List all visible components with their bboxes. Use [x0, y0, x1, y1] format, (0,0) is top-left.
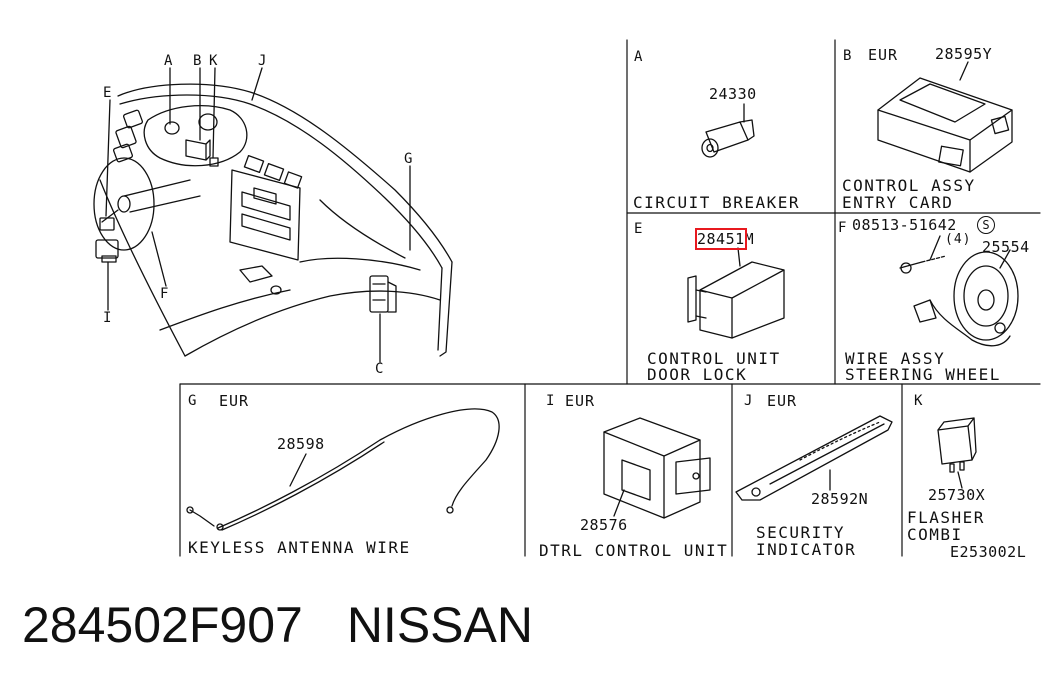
callout-g: G	[404, 151, 414, 167]
panel-f-part-number[interactable]: 25554	[982, 238, 1030, 256]
panel-j-caption-line2: INDICATOR	[756, 540, 857, 559]
panel-i-region: EUR	[565, 392, 596, 410]
panel-g-letter: G	[188, 393, 198, 409]
part-number-suffix: M	[744, 230, 755, 248]
callout-b: B	[193, 53, 203, 69]
callout-k: K	[209, 53, 219, 69]
panel-j-caption-line1: SECURITY	[756, 523, 846, 542]
panel-f-caption-line2: STEERING WHEEL	[845, 365, 1001, 384]
steering-wire-drawing	[899, 235, 1019, 347]
callout-a: A	[164, 53, 174, 69]
panel-b-region: EUR	[868, 46, 899, 64]
panel-f-quantity: (4)	[945, 232, 972, 247]
panel-i-letter: I	[546, 393, 556, 409]
panel-g-region: EUR	[219, 392, 250, 410]
panel-k-caption-line2: COMBI	[907, 525, 963, 544]
panel-j-region: EUR	[767, 392, 798, 410]
callout-c: C	[375, 361, 385, 377]
panel-j-part-number[interactable]: 28592N	[811, 490, 869, 508]
panel-b-caption-line2: ENTRY CARD	[842, 193, 954, 212]
entry-card-control-drawing	[877, 61, 1013, 173]
callout-e: E	[103, 85, 113, 101]
panel-f-caption-line1: WIRE ASSY	[845, 349, 946, 368]
dashboard-illustration	[93, 67, 453, 363]
flasher-combi-drawing	[937, 417, 977, 489]
panel-k-part-number[interactable]: 25730X	[928, 486, 986, 504]
panel-a-letter: A	[634, 49, 644, 65]
panel-a-caption: CIRCUIT BREAKER	[633, 193, 800, 212]
panel-b-letter: B	[843, 48, 853, 64]
panel-e-caption-line2: DOOR LOCK	[647, 365, 748, 384]
panel-a-part-number[interactable]: 24330	[709, 85, 757, 103]
panel-k-letter: K	[914, 393, 924, 409]
callout-f: F	[160, 286, 170, 302]
panel-j-letter: J	[744, 393, 754, 409]
footer-brand: NISSAN	[346, 597, 533, 653]
panel-b-caption-line1: CONTROL ASSY	[842, 176, 976, 195]
footer-part-number: 284502F907	[22, 597, 303, 653]
security-indicator-drawing	[735, 415, 893, 501]
footer-title: 284502F907 NISSAN	[22, 600, 533, 650]
callout-j: J	[258, 53, 268, 69]
panel-i-part-number[interactable]: 28576	[580, 516, 628, 534]
bolt-symbol-circle: S	[977, 216, 995, 234]
panel-g-part-number[interactable]: 28598	[277, 435, 325, 453]
circuit-breaker-drawing	[701, 103, 755, 158]
panel-g-caption: KEYLESS ANTENNA WIRE	[188, 538, 411, 557]
panel-i-caption: DTRL CONTROL UNIT	[539, 541, 729, 560]
callout-i: I	[103, 310, 113, 326]
diagram-code: E253002L	[950, 543, 1027, 561]
highlighted-part-number[interactable]: 28451	[695, 228, 747, 250]
panel-k-caption-line1: FLASHER	[907, 508, 985, 527]
dtrl-unit-drawing	[603, 417, 711, 519]
panel-e-part-number[interactable]: 28451M	[695, 228, 755, 250]
panel-e-letter: E	[634, 221, 644, 237]
panel-borders	[179, 39, 1041, 557]
antenna-wire-drawing	[186, 408, 500, 531]
panel-b-part-number[interactable]: 28595Y	[935, 45, 993, 63]
door-lock-control-drawing	[687, 247, 785, 339]
panel-f-bolt-number[interactable]: 08513-51642	[852, 216, 957, 234]
panel-f-letter: F	[838, 220, 848, 236]
panel-e-caption-line1: CONTROL UNIT	[647, 349, 781, 368]
